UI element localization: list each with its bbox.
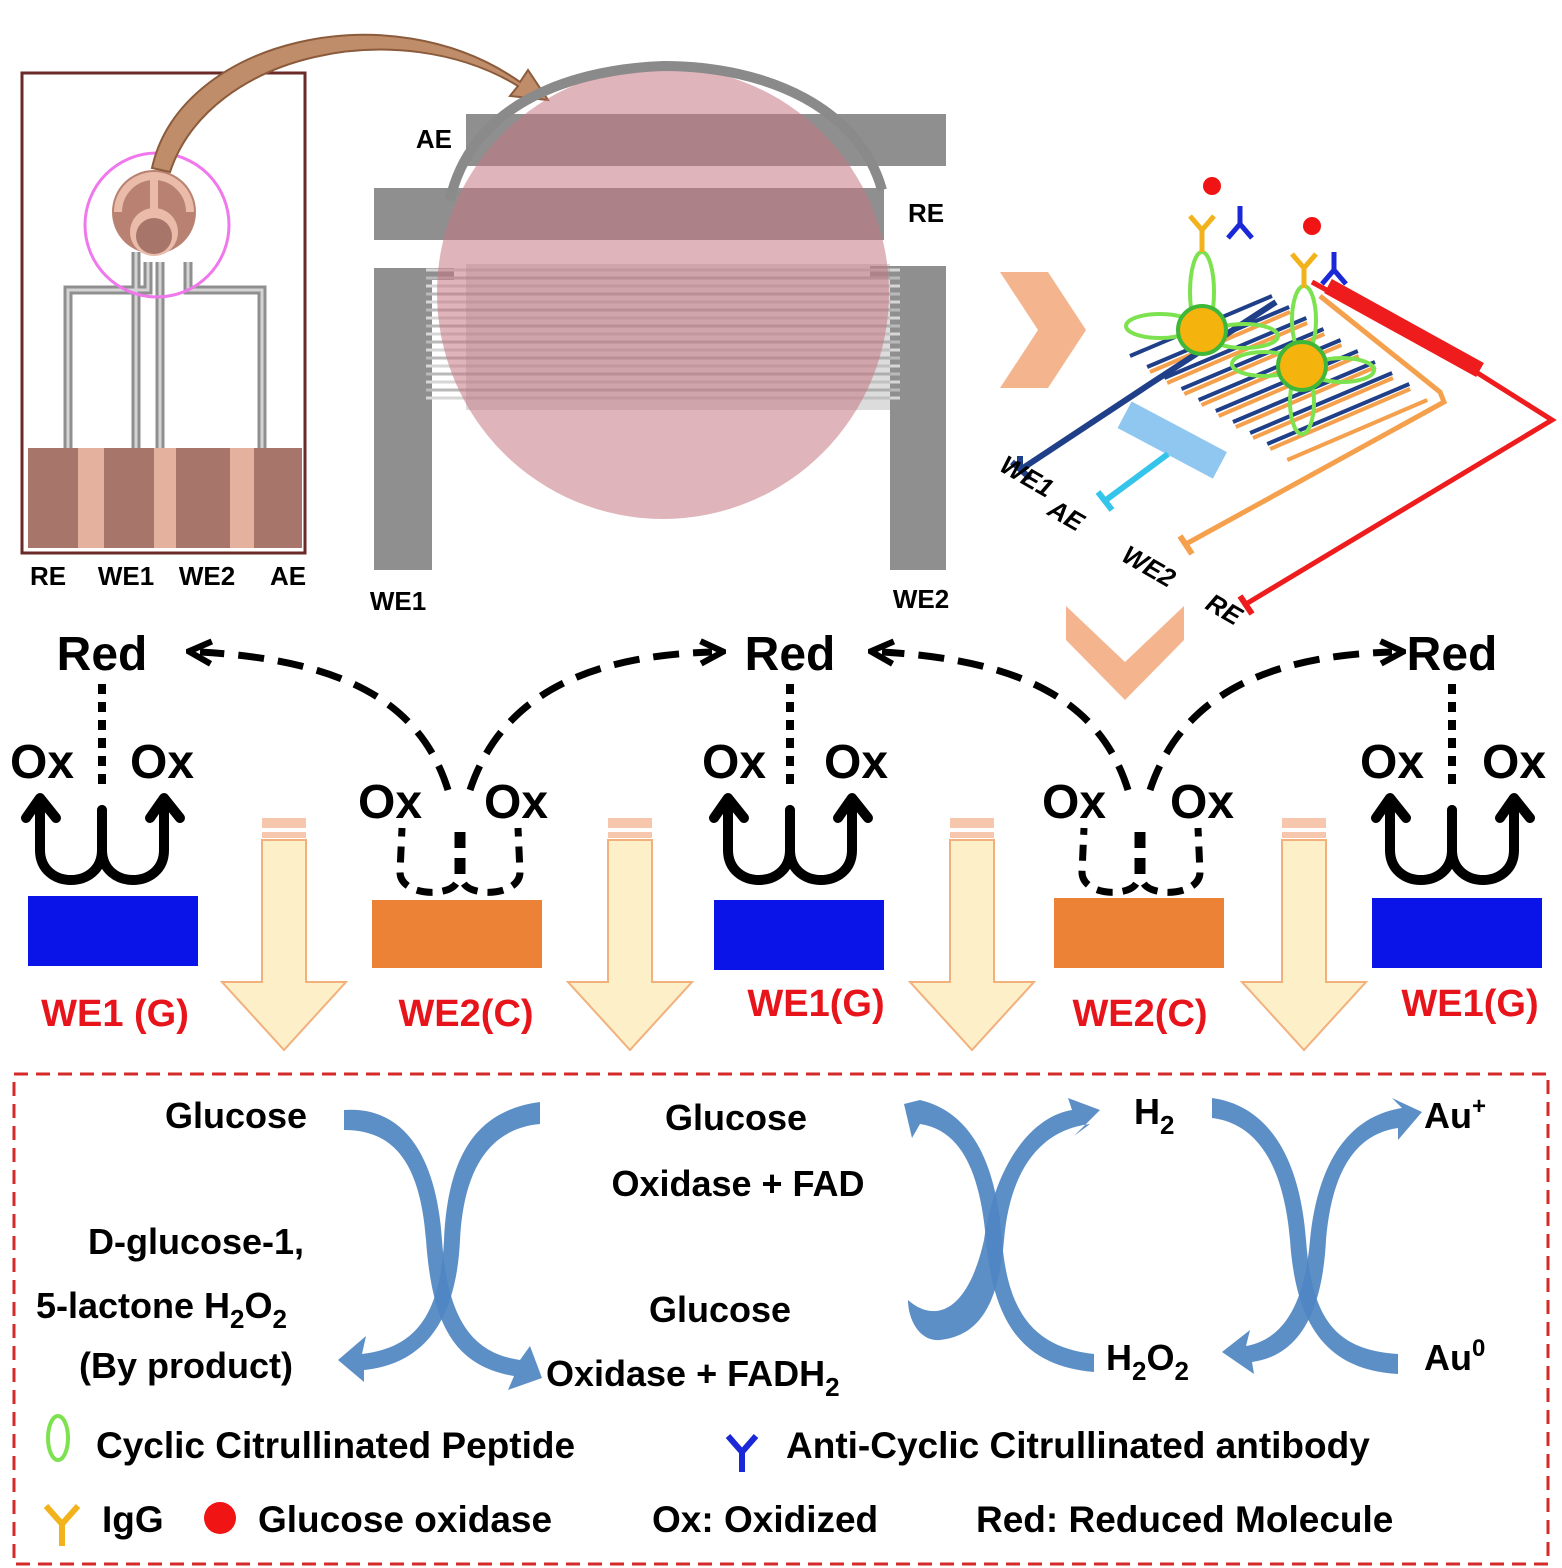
chevron-right — [1000, 272, 1086, 388]
schematic-label-we1: WE1 — [995, 449, 1059, 503]
we1-cycles — [98, 684, 1456, 790]
ox-label: Ox — [1482, 736, 1546, 789]
red-label-3: Red — [1407, 628, 1498, 681]
diffusion-paths — [200, 652, 1392, 792]
red-label-1: Red — [57, 628, 148, 681]
ox-label: Ox — [484, 776, 548, 829]
ox-label: Ox — [358, 776, 422, 829]
ox-labels: Ox Ox Ox Ox Ox Ox Ox Ox Ox Ox — [10, 736, 1546, 829]
legend-ox: Ox: Oxidized — [652, 1499, 878, 1540]
electrode-we1 — [714, 900, 884, 970]
antibody-icon — [725, 1434, 759, 1472]
process-arrows — [219, 818, 1369, 1052]
peptide-icon — [46, 1414, 70, 1462]
reaction-lactone: (By product) — [79, 1345, 293, 1386]
electrode-we2 — [372, 900, 542, 968]
chip-label-we1: WE1 — [98, 561, 154, 591]
electrode-we1 — [28, 896, 198, 966]
electrode-label: WE1 (G) — [41, 993, 189, 1035]
reaction-arcs — [338, 1098, 1422, 1390]
chip-label-ae: AE — [270, 561, 306, 591]
membrane-drop — [437, 67, 889, 519]
we2-leg — [890, 266, 946, 570]
ox-label: Ox — [1360, 736, 1424, 789]
electrode-label: WE1(G) — [747, 983, 884, 1025]
ox-label: Ox — [702, 736, 766, 789]
reaction-au-zero: Au0 — [1424, 1335, 1485, 1378]
center-label-we1: WE1 — [370, 586, 426, 616]
electrode-label: WE2(C) — [1072, 993, 1207, 1035]
electrode-label: WE1(G) — [1401, 983, 1538, 1025]
schematic-label-we2: WE2 — [1117, 539, 1181, 593]
legend-antibody: Anti-Cyclic Citrullinated antibody — [786, 1425, 1370, 1466]
reaction-labels: Glucose Glucose Oxidase + FAD D-glucose-… — [36, 1091, 1486, 1402]
center-label-we2: WE2 — [893, 584, 949, 614]
we1-leg — [374, 268, 432, 570]
reaction-gox-fad: Oxidase + FAD — [611, 1163, 864, 1204]
center-label-re: RE — [908, 198, 944, 228]
reaction-lactone: 5-lactone H2O2 — [36, 1285, 287, 1334]
ox-label: Ox — [10, 736, 74, 789]
red-label-2: Red — [745, 628, 836, 681]
electrode-we1 — [1372, 898, 1542, 968]
reaction-h2: H2 — [1134, 1091, 1174, 1140]
reaction-lactone: D-glucose-1, — [88, 1221, 304, 1262]
sensor-chip — [20, 33, 551, 555]
igg-icon — [43, 1504, 81, 1546]
chip-label-we2: WE2 — [179, 561, 235, 591]
glucose-oxidase-icon — [204, 1502, 236, 1534]
legend-red: Red: Reduced Molecule — [976, 1499, 1393, 1540]
legend-gox: Glucose oxidase — [258, 1499, 552, 1540]
ox-label: Ox — [824, 736, 888, 789]
chevron-down — [1066, 606, 1184, 700]
legend: Cyclic Citrullinated Peptide Anti-Cyclic… — [43, 1414, 1393, 1546]
reaction-h2o2: H2O2 — [1106, 1337, 1189, 1386]
ox-label: Ox — [1042, 776, 1106, 829]
schematic-label-ae: AE — [1042, 493, 1090, 538]
electrode-zoom — [374, 60, 946, 570]
ox-label: Ox — [130, 736, 194, 789]
reaction-au-plus: Au+ — [1424, 1093, 1486, 1136]
electrode-we2 — [1054, 898, 1224, 968]
legend-igg: IgG — [102, 1499, 164, 1540]
ox-label: Ox — [1170, 776, 1234, 829]
sensor-schematic — [1010, 177, 1557, 616]
reaction-glucose: Glucose — [165, 1095, 307, 1136]
chip-label-re: RE — [30, 561, 66, 591]
reaction-gox-fadh: Glucose — [649, 1289, 791, 1330]
legend-peptide: Cyclic Citrullinated Peptide — [96, 1425, 575, 1466]
reaction-gox-fad: Glucose — [665, 1097, 807, 1138]
reaction-gox-fadh: Oxidase + FADH2 — [546, 1353, 840, 1402]
electrode-label: WE2(C) — [398, 993, 533, 1035]
center-label-ae: AE — [416, 124, 452, 154]
schematic-label-re: RE — [1201, 587, 1248, 631]
